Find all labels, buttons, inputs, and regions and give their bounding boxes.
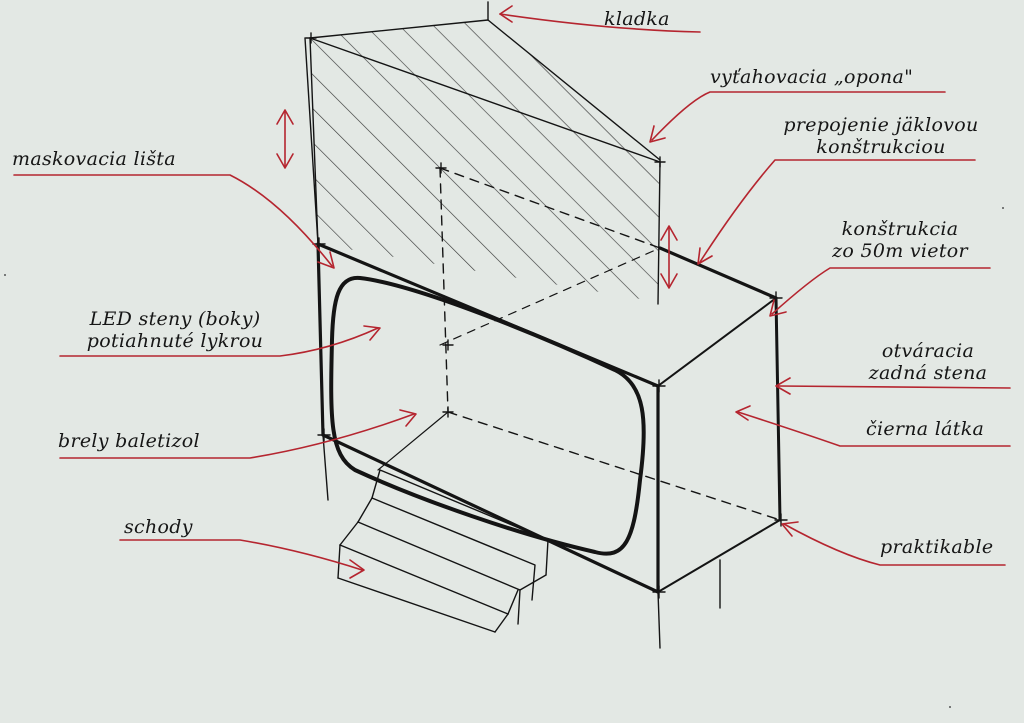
stairs xyxy=(337,469,549,633)
lift-arrows xyxy=(276,109,678,289)
label-konstrukcia: konštrukcia zo 50m vietor xyxy=(800,218,1000,262)
rigging-lines xyxy=(304,1,661,305)
label-led-line-2: potiahnuté lykrou xyxy=(86,330,264,352)
joint-markers xyxy=(305,32,788,599)
label-konstrukcia-line-2: zo 50m vietor xyxy=(832,240,968,262)
label-opona: vyťahovacia „opona" xyxy=(710,66,914,88)
label-otvaracia: otváracia zadná stena xyxy=(848,340,1008,384)
label-konstrukcia-line-1: konštrukcia xyxy=(841,218,959,240)
label-otvaracia-line-2: zadná stena xyxy=(868,362,988,384)
label-prepojenie-line-1: prepojenie jäklovou xyxy=(783,114,979,136)
label-kladka: kladka xyxy=(604,8,670,30)
curtain-hatching xyxy=(310,20,660,302)
label-praktikable: praktikable xyxy=(880,536,994,558)
label-schody: schody xyxy=(124,516,193,538)
label-led-line-1: LED steny (boky) xyxy=(89,308,261,330)
leader-lines xyxy=(13,5,1011,579)
label-brely: brely baletizol xyxy=(58,430,200,452)
label-led-steny: LED steny (boky) potiahnuté lykrou xyxy=(50,308,300,352)
label-prepojenie-line-2: konštrukciou xyxy=(816,136,946,158)
paper-specks xyxy=(4,207,1004,708)
box-frame xyxy=(316,167,782,649)
label-prepojenie: prepojenie jäklovou konštrukciou xyxy=(756,114,1006,158)
label-cierna: čierna látka xyxy=(866,418,985,440)
led-panel xyxy=(329,275,646,556)
label-maskovacia: maskovacia lišta xyxy=(12,148,176,170)
label-otvaracia-line-1: otváracia xyxy=(881,340,975,362)
